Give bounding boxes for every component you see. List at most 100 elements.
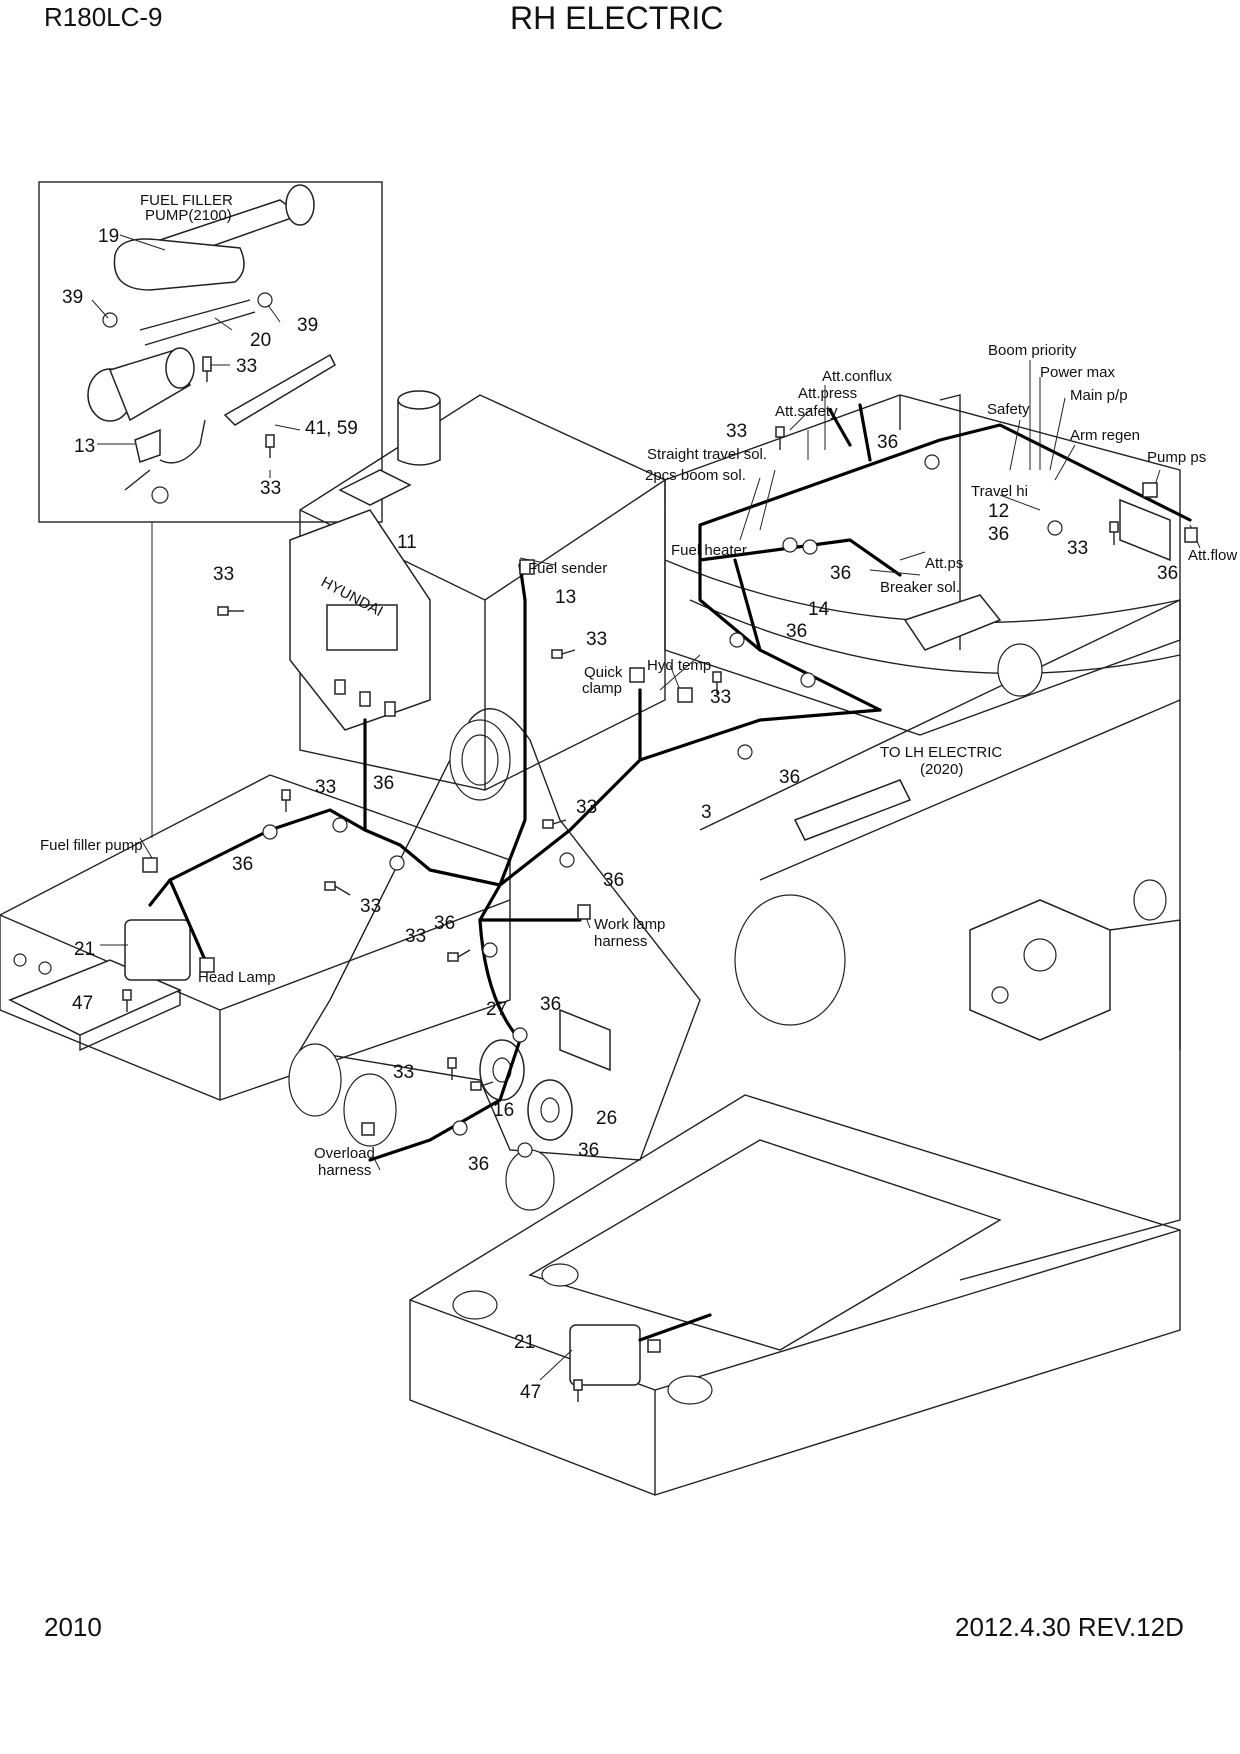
- callout-numbers: 33 36 12 36 33 36 36 14 36 11 33 13 33 3…: [72, 421, 1178, 1403]
- revision-stamp: 2012.4.30 REV.12D: [955, 1612, 1184, 1642]
- callout: 36: [786, 621, 807, 642]
- head-lamp: [124, 919, 191, 981]
- bolt-icon: [551, 649, 576, 659]
- ring-terminal: [151, 486, 169, 504]
- callout: 36: [603, 870, 624, 891]
- label-main-pp: Main p/p: [1070, 387, 1128, 404]
- pump-wire: [159, 419, 206, 464]
- harness-wire: [478, 918, 522, 1042]
- connector-icon: [677, 687, 693, 703]
- callout: 33: [710, 687, 731, 708]
- callout: 33: [1067, 538, 1088, 559]
- bolt-icon: [202, 356, 212, 382]
- connector-icon: [629, 667, 645, 683]
- harness-wire: [148, 808, 502, 907]
- label-boom-sol: 2pcs boom sol.: [645, 467, 746, 484]
- connector-icon: [1184, 527, 1198, 543]
- label-quick: Quick: [584, 664, 623, 681]
- label-att-safety: Att.safety: [775, 403, 838, 420]
- bolts: [122, 426, 1119, 1402]
- callout: 33: [576, 797, 597, 818]
- pump-mount-bracket: [223, 353, 336, 426]
- connector-icon: [1142, 482, 1158, 498]
- clamp-icon: [729, 632, 745, 648]
- annotation-labels: Boom priority Power max Main p/p Att.con…: [40, 342, 1237, 1179]
- clamp-icon: [802, 539, 818, 555]
- label-overload: Overload: [314, 1145, 375, 1162]
- callout: 36: [468, 1154, 489, 1175]
- hose-nozzle: [285, 184, 315, 226]
- harness-wire: [938, 423, 1192, 522]
- label-fuel-filler-pump: Fuel filler pump: [40, 837, 143, 854]
- connector-icon: [519, 559, 535, 575]
- bolt-icon: [573, 1379, 583, 1402]
- callout: 20: [250, 330, 271, 351]
- connector-icon: [359, 691, 371, 707]
- tank-cap: [397, 400, 441, 466]
- callout: 19: [98, 226, 119, 247]
- label-straight-travel-sol: Straight travel sol.: [647, 446, 767, 463]
- harness-wire: [733, 558, 762, 652]
- bolt-icon: [712, 671, 722, 694]
- controller-display: [326, 604, 398, 651]
- pump-bracket: [134, 428, 161, 463]
- callout: 33: [726, 421, 747, 442]
- callout: 47: [72, 993, 93, 1014]
- connector-icon: [334, 679, 346, 695]
- clamp-icon: [1047, 520, 1063, 536]
- callout: 14: [808, 599, 830, 620]
- label-arm-regen: Arm regen: [1070, 427, 1140, 444]
- tank-box: [299, 394, 666, 791]
- callout: 33: [236, 356, 257, 377]
- callout: 36: [434, 913, 455, 934]
- lower-frame: [409, 1094, 1181, 1496]
- clamp-icon: [924, 454, 940, 470]
- label-to-lh-electric: TO LH ELECTRIC: [880, 744, 1002, 761]
- connector-icon: [647, 1339, 661, 1353]
- clamp-icon: [262, 824, 278, 840]
- bolt-icon: [122, 989, 132, 1012]
- callout: 16: [493, 1100, 514, 1121]
- label-work-lamp: Work lamp: [594, 916, 665, 933]
- label-power-max: Power max: [1040, 364, 1116, 381]
- harness-wire: [698, 538, 902, 577]
- bolt-icon: [324, 881, 351, 896]
- clamp-icon: [559, 852, 575, 868]
- callout: 13: [555, 587, 576, 608]
- label-att-ps: Att.ps: [925, 555, 963, 572]
- harness-wire: [638, 1313, 712, 1342]
- callout: 26: [596, 1108, 617, 1129]
- callout: 33: [213, 564, 234, 585]
- hose-line: [139, 299, 251, 331]
- callout: 39: [297, 315, 318, 336]
- callout: 33: [586, 629, 607, 650]
- callout: 33: [393, 1062, 414, 1083]
- bolt-icon: [217, 606, 244, 616]
- callout: 36: [988, 524, 1009, 545]
- harness-wire-3: [478, 708, 882, 922]
- callout: 13: [74, 436, 95, 457]
- work-lamp-rear: [569, 1324, 641, 1386]
- wiring-harness: [148, 403, 1192, 1342]
- callout: 36: [877, 432, 898, 453]
- label-head-lamp: Head Lamp: [198, 969, 276, 986]
- connector-icon: [199, 957, 215, 973]
- callout: 39: [62, 287, 83, 308]
- bolt-icon: [470, 1081, 494, 1091]
- bolt-icon: [281, 789, 291, 812]
- inset-title-line1: FUEL FILLER: [140, 192, 233, 209]
- clamp-icon: [800, 672, 816, 688]
- inset-title-line2: PUMP(2100): [145, 207, 232, 224]
- callout: 11: [397, 532, 417, 553]
- label-travel-hi: Travel hi: [971, 483, 1028, 500]
- connector-icon: [142, 857, 158, 873]
- callout: 3: [701, 802, 712, 823]
- connector-icon: [361, 1122, 375, 1136]
- bolt-icon: [542, 819, 567, 829]
- callout: 36: [540, 994, 561, 1015]
- label-att-flow: Att.flow: [1188, 547, 1237, 564]
- label-pump-ps: Pump ps: [1147, 449, 1206, 466]
- bolt-icon: [265, 434, 275, 458]
- inset-frame: [38, 181, 383, 523]
